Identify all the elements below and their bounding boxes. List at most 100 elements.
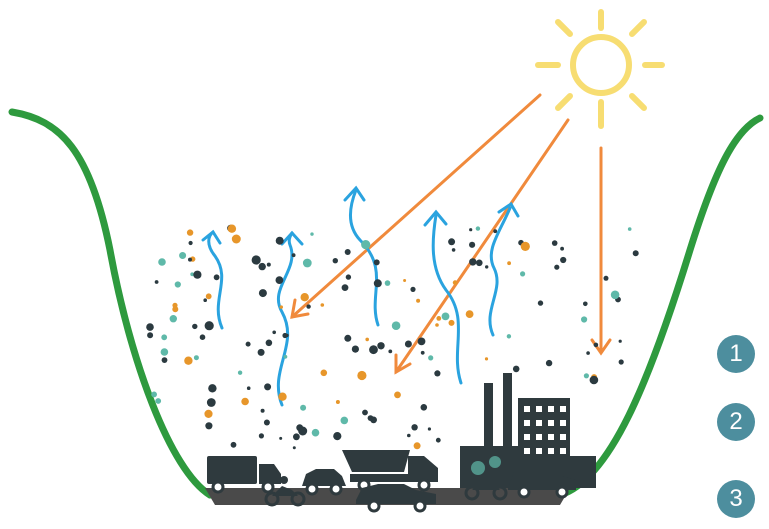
- pollution-particle: [231, 234, 241, 244]
- pollution-particles: [146, 224, 639, 450]
- heat-arrows: [201, 185, 520, 407]
- pollution-particle: [586, 351, 590, 355]
- pollution-particle: [186, 229, 194, 236]
- pollution-particle: [155, 398, 162, 404]
- pollution-particle: [469, 258, 477, 266]
- pollution-particle: [610, 290, 620, 300]
- pollution-particle: [451, 248, 456, 252]
- pollution-particle: [361, 240, 371, 250]
- pollution-particle: [190, 272, 195, 277]
- pollution-particle: [520, 271, 526, 277]
- pollution-particle: [265, 339, 273, 347]
- pollution-particle: [545, 359, 553, 367]
- pollution-particle: [335, 400, 340, 404]
- sunlight-arrow: [290, 93, 542, 319]
- pollution-particle: [403, 279, 407, 282]
- heat-arrow: [207, 230, 224, 330]
- pollution-particle: [413, 442, 421, 450]
- pollution-particle: [203, 298, 207, 303]
- pollution-particle: [251, 255, 261, 265]
- pollution-particle: [332, 258, 338, 264]
- pollution-particle: [300, 404, 307, 411]
- pollution-particle: [292, 446, 296, 450]
- pollution-particle: [193, 270, 202, 279]
- pollution-particle: [551, 240, 558, 246]
- pollution-particle: [428, 355, 434, 361]
- pollution-particle: [260, 408, 265, 413]
- pollution-particle: [205, 422, 213, 430]
- pollution-particle: [263, 419, 270, 426]
- pollution-particle: [581, 316, 588, 323]
- pollution-particle: [275, 236, 284, 245]
- valley-outline: [8, 108, 764, 499]
- pollution-particle: [373, 279, 382, 288]
- pollution-particle: [257, 348, 265, 356]
- heat-arrow: [488, 206, 512, 337]
- pollution-particle: [427, 427, 431, 431]
- pollution-particle: [258, 433, 264, 439]
- car-icon: [508, 468, 576, 499]
- pollution-particle: [465, 310, 474, 318]
- pollution-particle: [434, 370, 441, 377]
- pollution-particle: [340, 416, 349, 425]
- pollution-particle: [384, 280, 391, 286]
- pollution-particle: [388, 349, 393, 354]
- pollution-particle: [417, 337, 426, 346]
- pollution-particle: [560, 256, 567, 264]
- pollution-particle: [448, 319, 455, 326]
- pollution-particle: [411, 424, 418, 431]
- pollution-particle: [188, 257, 192, 262]
- pollution-particle: [404, 340, 412, 348]
- pollution-particle: [589, 375, 599, 385]
- pollution-particle: [279, 305, 283, 309]
- pollution-particle: [333, 432, 342, 441]
- pollution-particle: [179, 252, 187, 259]
- dump-truck-icon: [342, 450, 438, 492]
- pollution-particle: [258, 289, 267, 298]
- sunlight-arrow-head: [290, 298, 310, 319]
- pollution-particle: [367, 415, 374, 421]
- pollution-particle: [493, 229, 498, 234]
- pollution-particle: [394, 391, 401, 399]
- pollution-particle: [520, 241, 530, 251]
- pollution-particle: [583, 373, 590, 379]
- pollution-particle: [320, 303, 325, 307]
- pollution-particle: [205, 293, 212, 300]
- pollution-particle: [172, 302, 178, 308]
- sunlight-arrow: [394, 118, 570, 374]
- pollution-particle: [593, 342, 599, 348]
- pollution-particle: [627, 227, 632, 231]
- pollution-particle: [291, 253, 296, 258]
- pollution-particle: [230, 441, 237, 448]
- pollution-particle: [475, 226, 481, 231]
- motorcycle-icon: [264, 476, 306, 507]
- truck-icon: [207, 456, 281, 494]
- pollution-particle: [161, 357, 168, 363]
- pollution-particle: [192, 323, 198, 330]
- pollution-particle: [158, 258, 166, 266]
- pollution-particle: [302, 258, 312, 268]
- pollution-particle: [154, 280, 159, 284]
- car-icon: [356, 484, 436, 513]
- pollution-particle: [199, 334, 206, 341]
- legend-number-1: 1: [717, 335, 755, 373]
- pollution-particle: [278, 392, 287, 401]
- pollution-particle: [341, 284, 349, 291]
- pollution-particle: [537, 300, 544, 306]
- pollution-particle: [618, 339, 622, 343]
- pollution-particle: [369, 345, 378, 355]
- pollution-particle: [436, 316, 442, 321]
- pollution-particle: [279, 436, 283, 440]
- pollution-particle: [618, 359, 624, 365]
- pollution-particle: [560, 246, 564, 251]
- pollution-particle: [169, 315, 177, 323]
- pollution-particle: [476, 259, 483, 267]
- pollution-particle: [237, 370, 243, 375]
- pollution-particle: [357, 370, 367, 381]
- pollution-particle: [344, 334, 352, 342]
- taxi-icon: [302, 469, 346, 496]
- pollution-particle: [554, 264, 560, 270]
- pollution-particle: [298, 426, 308, 436]
- pollution-particle: [351, 345, 359, 353]
